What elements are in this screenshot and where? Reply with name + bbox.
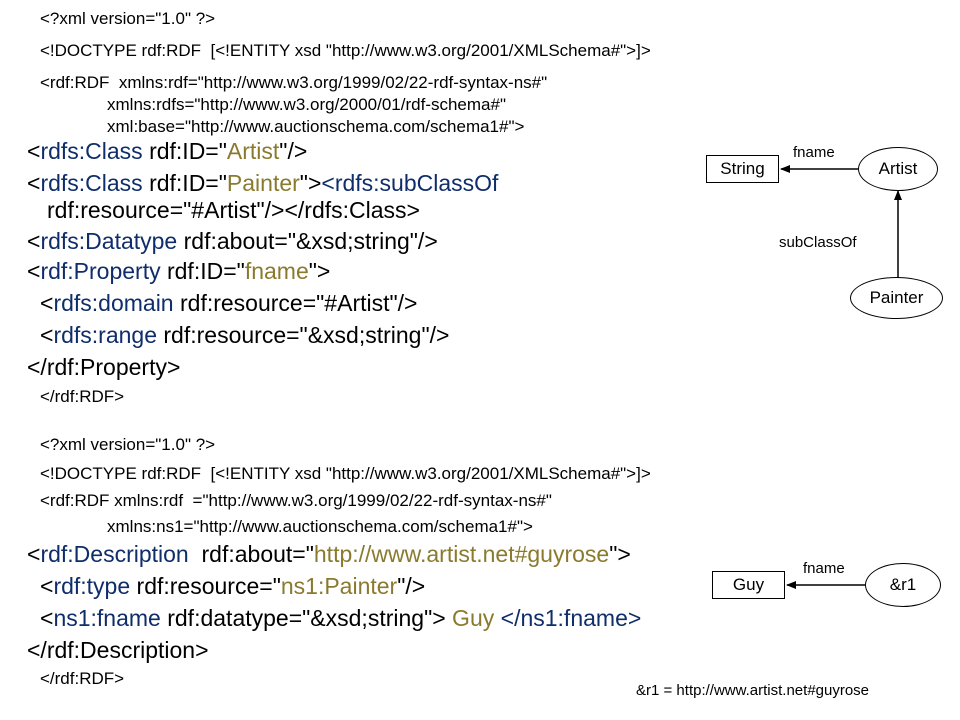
code1-class-painter-resource: rdf:resource="#Artist"/></rdfs:Class>	[47, 197, 420, 223]
attr-value: Artist	[226, 138, 280, 164]
close-tag: </ns1:fname>	[500, 605, 642, 631]
tag-open: <	[27, 541, 41, 567]
code1-line-xml-base: xml:base="http://www.auctionschema.com/s…	[107, 117, 525, 136]
attr-text: rdf:ID="	[142, 138, 227, 164]
tag-name: ns1:fname	[53, 605, 161, 631]
attr-text: rdf:resource="	[130, 573, 281, 599]
tag-name: rdf:type	[53, 573, 131, 599]
tag-name: rdf:Property	[40, 258, 161, 284]
attr-text: rdf:about="&xsd;string"/>	[177, 228, 438, 254]
attr-text: rdf:ID="	[160, 258, 245, 284]
attr-text: rdf:about="	[188, 541, 314, 567]
tag-close: ">	[609, 541, 631, 567]
attr-value: Guy	[445, 605, 501, 631]
tag-open: <	[40, 573, 54, 599]
node-string: String	[706, 155, 779, 183]
code1-line-doctype: <!DOCTYPE rdf:RDF [<!ENTITY xsd "http://…	[40, 41, 651, 60]
code2-fname: <ns1:fname rdf:datatype="&xsd;string"> G…	[40, 607, 641, 630]
code1-property-open: <rdf:Property rdf:ID="fname">	[27, 260, 330, 283]
tag-name: rdfs:range	[53, 322, 157, 348]
tag-open: <	[27, 258, 41, 284]
code2-line-rdf-open: <rdf:RDF xmlns:rdf ="http://www.w3.org/1…	[40, 491, 552, 510]
label-fname-2: fname	[803, 560, 845, 577]
code1-datatype: <rdfs:Datatype rdf:about="&xsd;string"/>	[27, 230, 438, 253]
code2-description-open: <rdf:Description rdf:about="http://www.a…	[27, 543, 631, 566]
label-subclassof: subClassOf	[779, 234, 857, 251]
code1-class-painter: <rdfs:Class rdf:ID="Painter"><rdfs:subCl…	[27, 172, 498, 195]
tag-open: <	[40, 290, 54, 316]
node-painter: Painter	[850, 277, 943, 319]
tag-close: ">	[308, 258, 331, 284]
tag-name: rdfs:Class	[40, 170, 143, 196]
tag-open: <	[27, 170, 41, 196]
attr-text: rdf:resource="&xsd;string"/>	[157, 322, 450, 348]
attr-value: ns1:Painter	[280, 573, 398, 599]
code1-line-xmlns-rdfs: xmlns:rdfs="http://www.w3.org/2000/01/rd…	[107, 95, 506, 114]
code2-line-doctype: <!DOCTYPE rdf:RDF [<!ENTITY xsd "http://…	[40, 464, 651, 483]
tag-name: rdfs:Datatype	[40, 228, 178, 254]
node-r1: &r1	[865, 563, 941, 607]
attr-text: rdf:datatype="&xsd;string">	[160, 605, 446, 631]
node-artist: Artist	[858, 147, 938, 191]
tag-open: <	[27, 228, 41, 254]
tag-name: rdfs:domain	[53, 290, 174, 316]
tag-open: <	[40, 322, 54, 348]
code2-type: <rdf:type rdf:resource="ns1:Painter"/>	[40, 575, 425, 598]
attr-text: rdf:ID="	[142, 170, 227, 196]
code2-line-xmlns-ns1: xmlns:ns1="http://www.auctionschema.com/…	[107, 517, 533, 536]
footnote-r1: &r1 = http://www.artist.net#guyrose	[636, 682, 870, 699]
code1-line-xml-decl: <?xml version="1.0" ?>	[40, 9, 216, 28]
tag-open: <	[40, 605, 54, 631]
code2-rdf-close: </rdf:RDF>	[40, 669, 125, 688]
tag-open: <	[27, 138, 41, 164]
code1-domain: <rdfs:domain rdf:resource="#Artist"/>	[40, 292, 417, 315]
label-fname-1: fname	[793, 144, 835, 161]
tag-close: "/>	[397, 573, 426, 599]
code2-line-xml-decl: <?xml version="1.0" ?>	[40, 435, 216, 454]
attr-value: Painter	[226, 170, 300, 196]
code1-rdf-close: </rdf:RDF>	[40, 387, 125, 406]
code1-line-rdf-open: <rdf:RDF xmlns:rdf="http://www.w3.org/19…	[40, 73, 548, 92]
code1-range: <rdfs:range rdf:resource="&xsd;string"/>	[40, 324, 449, 347]
attr-value: fname	[244, 258, 309, 284]
code1-property-close: </rdf:Property>	[27, 354, 181, 380]
tag-name: rdfs:Class	[40, 138, 143, 164]
tag-close: "/>	[279, 138, 308, 164]
attr-text: rdf:resource="#Artist"/>	[173, 290, 418, 316]
attr-value: http://www.artist.net#guyrose	[313, 541, 610, 567]
node-guy: Guy	[712, 571, 785, 599]
tag-name: rdf:Description	[40, 541, 189, 567]
subclassof-tag: <rdfs:subClassOf	[321, 170, 499, 196]
code2-description-close: </rdf:Description>	[27, 637, 209, 663]
code1-class-artist: <rdfs:Class rdf:ID="Artist"/>	[27, 140, 307, 163]
tag-close: ">	[299, 170, 322, 196]
